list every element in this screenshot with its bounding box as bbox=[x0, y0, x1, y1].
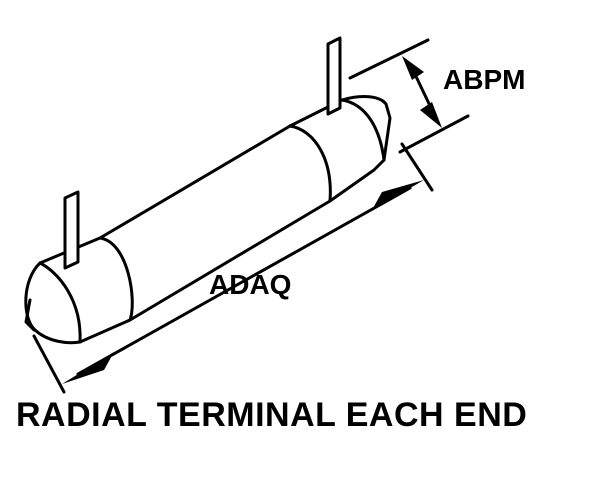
diameter-label: ABPM bbox=[443, 64, 526, 95]
left-end-cap bbox=[24, 236, 134, 345]
length-label: ADAQ bbox=[209, 269, 292, 300]
right-end-cap bbox=[288, 95, 392, 203]
right-radial-terminal bbox=[326, 36, 342, 116]
diameter-arrowhead-top bbox=[402, 56, 424, 80]
length-arrowhead-left bbox=[62, 352, 114, 384]
length-arrowhead-right bbox=[372, 180, 424, 210]
diameter-arrowhead-bottom bbox=[420, 102, 442, 128]
diagram-caption: RADIAL TERMINAL EACH END bbox=[16, 396, 528, 434]
left-radial-terminal bbox=[63, 190, 80, 270]
length-dimension bbox=[32, 142, 434, 394]
